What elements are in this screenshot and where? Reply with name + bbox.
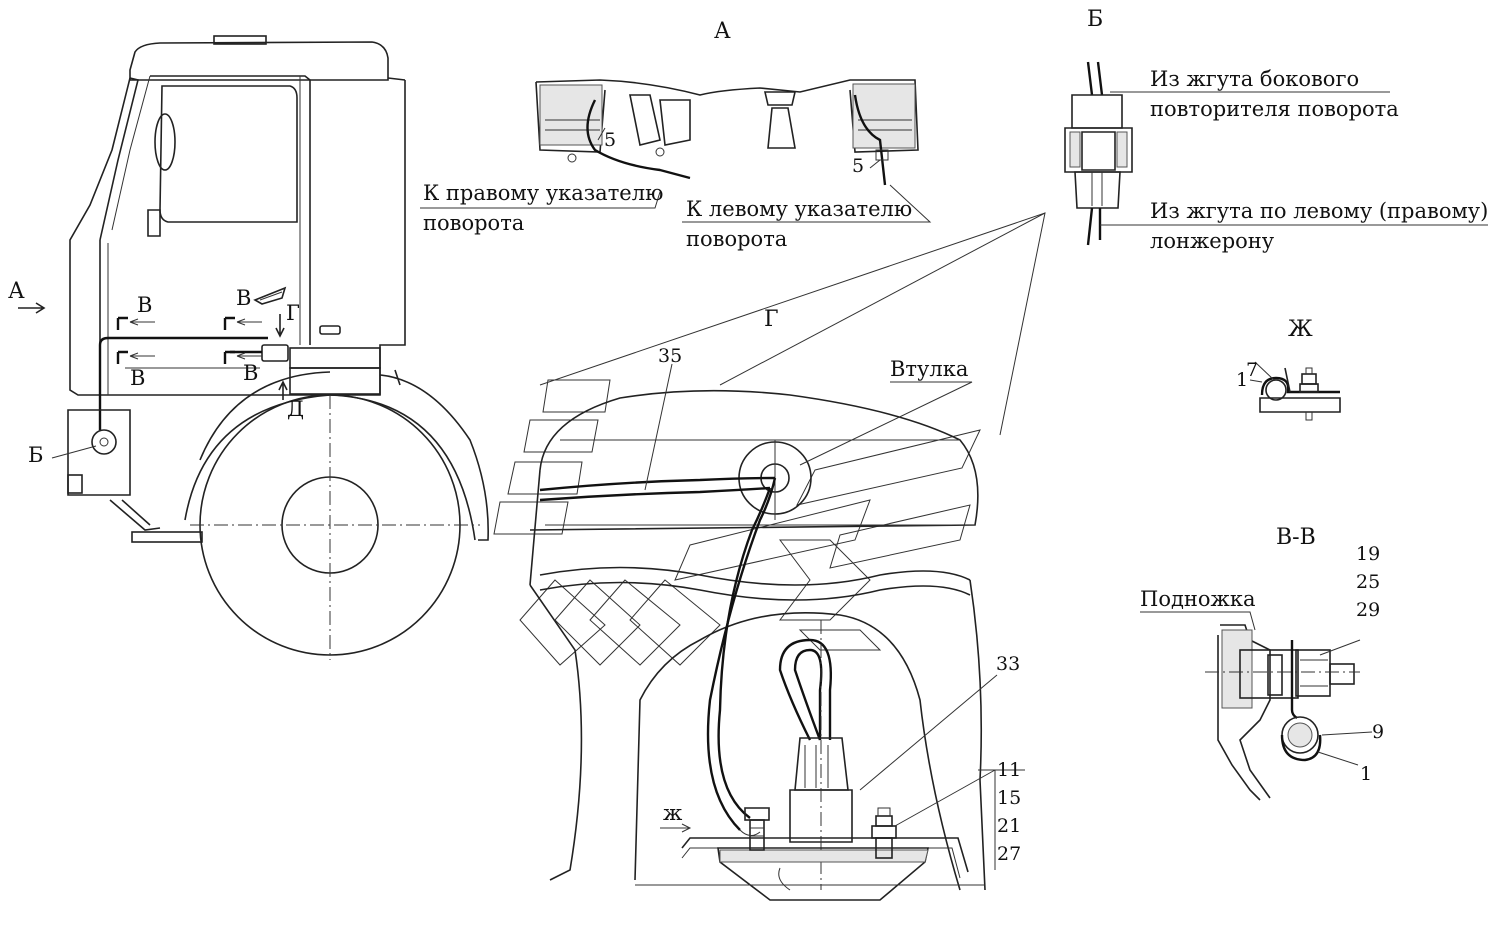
label-v-2: В — [130, 366, 145, 390]
part-11: 11 — [997, 759, 1021, 781]
callout-from-side-1: Из жгута бокового — [1150, 67, 1359, 91]
view-b-connector — [1064, 61, 1488, 246]
part-7: 7 — [1246, 359, 1258, 381]
part-35: 35 — [658, 345, 682, 367]
part-9: 9 — [1372, 721, 1384, 743]
part-29: 29 — [1356, 599, 1380, 621]
part-1-vv: 1 — [1360, 763, 1372, 785]
label-v-4: В — [243, 361, 258, 385]
label-zh-arrow: ж — [663, 801, 683, 825]
label-g-arrow: Г — [286, 301, 300, 325]
part-27: 27 — [997, 843, 1021, 865]
callout-to-right-2: поворота — [423, 211, 524, 235]
label-view-a: А — [8, 279, 25, 304]
part-21: 21 — [997, 815, 1021, 837]
part-1-zh: 1 — [1236, 369, 1248, 391]
part-5-right: 5 — [604, 129, 616, 151]
section-v-v — [1140, 611, 1373, 801]
label-view-b-title: Б — [1087, 7, 1103, 32]
view-g-detail — [493, 212, 1046, 901]
callout-from-frame-2: лонжерону — [1150, 229, 1275, 253]
label-b-lamp: Б — [28, 443, 43, 467]
callout-to-left-1: К левому указателю — [686, 197, 912, 221]
callout-from-frame-1: Из жгута по левому (правому) — [1150, 199, 1488, 223]
label-v-1: В — [137, 293, 152, 317]
cab-side-view — [18, 35, 489, 660]
callout-from-side-2: повторителя поворота — [1150, 97, 1399, 121]
label-view-zh-title: Ж — [1288, 317, 1313, 342]
part-33: 33 — [996, 653, 1020, 675]
label-v-3: В — [236, 286, 251, 310]
callout-to-left-2: поворота — [686, 227, 787, 251]
part-5-left: 5 — [852, 155, 864, 177]
part-25: 25 — [1356, 571, 1380, 593]
view-zh-clip — [1249, 361, 1341, 421]
part-15: 15 — [997, 787, 1021, 809]
label-d-arrow: Д — [287, 397, 304, 421]
label-section-vv-title: В-В — [1276, 525, 1316, 550]
label-view-a-title: А — [714, 19, 731, 44]
label-view-g-title: Г — [764, 307, 779, 332]
callout-bushing: Втулка — [890, 357, 968, 381]
callout-to-right-1: К правому указателю — [423, 181, 663, 205]
view-a-bumper — [420, 79, 932, 223]
callout-step: Подножка — [1140, 587, 1256, 611]
part-19: 19 — [1356, 543, 1380, 565]
